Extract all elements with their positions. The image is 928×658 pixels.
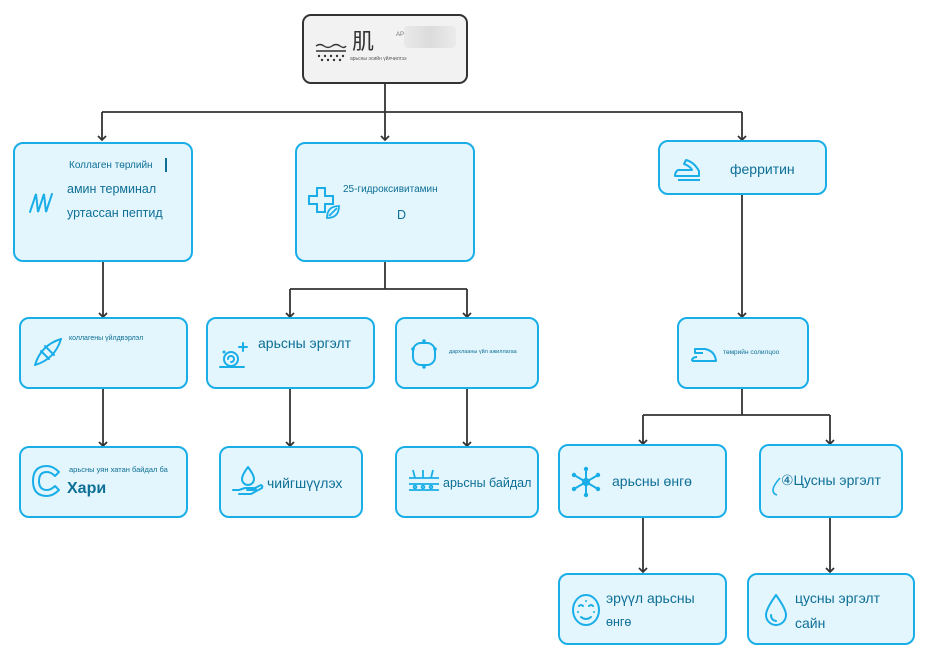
barrier-function-label: дархлааны үйл ажиллагаа bbox=[449, 349, 517, 355]
healthy-tone-line2: өнгө bbox=[606, 615, 632, 629]
moisture-label: чийгшүүлэх bbox=[267, 475, 343, 491]
drop-outline-icon bbox=[772, 477, 781, 496]
root-blur-text bbox=[404, 26, 456, 48]
helix-icon bbox=[29, 193, 53, 213]
skin-condition-label: арьсны байдал bbox=[443, 476, 532, 490]
root-title: 肌 bbox=[352, 30, 375, 55]
good-circulation-line1: цусны эргэлт bbox=[795, 590, 880, 606]
collagen-peptide-line1: Коллаген төрлийн bbox=[69, 160, 153, 171]
iron-saturation-label: төмрийн солилцоо bbox=[723, 349, 780, 356]
firmness-line2: Хари bbox=[67, 480, 107, 497]
node-blood-circulation[interactable]: ④Цусны эргэлт bbox=[759, 444, 903, 518]
root-node[interactable]: 肌 АРЬСНЫ арьсны эсийн үйлчилгээ bbox=[302, 14, 468, 84]
collagen-production-label: коллагены үйлдвэрлэл bbox=[69, 335, 144, 342]
node-firmness[interactable]: арьсны уян хатан байдал ба Хари bbox=[19, 446, 188, 518]
hand-drop-icon bbox=[232, 466, 264, 495]
medical-cross-leaf-icon bbox=[308, 187, 340, 219]
connector-iron bbox=[643, 388, 830, 416]
healthy-tone-line1: эрүүл арьсны bbox=[606, 590, 695, 606]
node-moisture[interactable]: чийгшүүлэх bbox=[219, 446, 363, 518]
text-cursor-mark bbox=[165, 158, 167, 172]
good-circulation-line2: сайн bbox=[795, 615, 826, 631]
face-icon bbox=[572, 594, 600, 626]
vitamin-d-line1: 25-гидроксивитамин bbox=[343, 184, 438, 195]
node-iron-saturation[interactable]: төмрийн солилцоо bbox=[677, 317, 809, 389]
firmness-line1: арьсны уян хатан байдал ба bbox=[69, 465, 168, 474]
blood-circulation-label: ④Цусны эргэлт bbox=[781, 472, 881, 488]
node-vitamin-d[interactable]: 25-гидроксивитамин D bbox=[295, 142, 475, 262]
skin-tone-label: арьсны өнгө bbox=[612, 473, 692, 489]
skin-hair-icon bbox=[409, 469, 439, 491]
iron-icon bbox=[691, 348, 717, 362]
node-skin-condition[interactable]: арьсны байдал bbox=[395, 446, 539, 518]
iron-icon bbox=[674, 159, 700, 181]
node-barrier-function[interactable]: дархлааны үйл ажиллагаа bbox=[395, 317, 539, 389]
root-subtitle: арьсны эсийн үйлчилгээ bbox=[350, 56, 407, 62]
node-collagen-peptide[interactable]: Коллаген төрлийн амин терминал уртассан … bbox=[13, 142, 193, 262]
node-good-circulation[interactable]: цусны эргэлт сайн bbox=[747, 573, 915, 645]
vitamin-d-line2: D bbox=[397, 208, 407, 222]
snail-sparkle-icon bbox=[219, 342, 248, 368]
node-ferritin[interactable]: ферритин bbox=[658, 140, 827, 195]
dna-icon bbox=[34, 338, 62, 366]
node-healthy-tone[interactable]: эрүүл арьсны өнгө bbox=[558, 573, 727, 645]
skin-layers-icon bbox=[315, 43, 347, 62]
snowflake-icon bbox=[571, 466, 601, 498]
drop-icon bbox=[765, 594, 787, 626]
collagen-peptide-line2: амин терминал bbox=[67, 182, 157, 196]
collagen-peptide-line3: уртассан пептид bbox=[67, 206, 163, 220]
skin-renewal-label: арьсны эргэлт bbox=[258, 335, 352, 351]
node-skin-tone[interactable]: арьсны өнгө bbox=[558, 444, 727, 518]
connector-vitamin-d bbox=[290, 262, 467, 290]
node-collagen-production[interactable]: коллагены үйлдвэрлэл bbox=[19, 317, 188, 389]
letter-c-icon bbox=[32, 465, 60, 497]
node-skin-renewal[interactable]: арьсны эргэлт bbox=[206, 317, 375, 389]
ferritin-label: ферритин bbox=[730, 161, 795, 177]
cell-icon bbox=[411, 339, 437, 369]
